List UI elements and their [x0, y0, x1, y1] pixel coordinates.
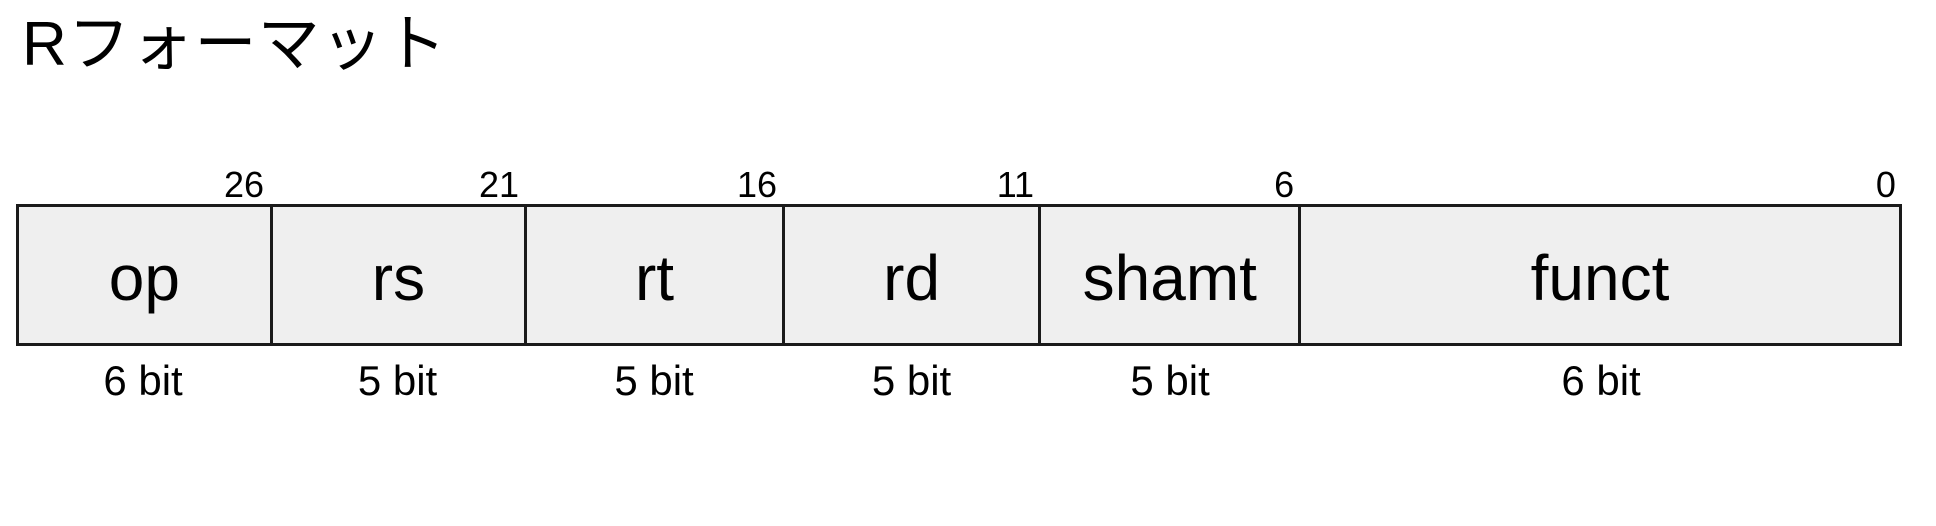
field-label-op: op: [108, 242, 180, 314]
field-width-shamt: 5 bit: [1130, 357, 1210, 404]
field-label-rs: rs: [371, 242, 426, 314]
field-label-shamt: shamt: [1082, 242, 1257, 314]
instruction-format-diagram: 26 21 16 11 6 0 op rs rt rd shamt: [16, 160, 1902, 416]
field-width-rd: 5 bit: [871, 357, 952, 404]
bit-position-label-26: 26: [223, 164, 265, 205]
field-width-rt: 5 bit: [614, 357, 694, 404]
bit-position-label-11: 11: [996, 164, 1035, 205]
field-cell-shamt: shamt: [1041, 207, 1302, 343]
bit-position-label-21: 21: [478, 164, 520, 205]
page-title: Rフォーマット: [22, 10, 448, 79]
field-width-funct: 6 bit: [1561, 357, 1641, 404]
field-label-funct: funct: [1530, 242, 1670, 314]
field-label-rt: rt: [634, 242, 675, 314]
field-cell-op: op: [19, 207, 273, 343]
bit-position-label-0: 0: [1875, 164, 1896, 205]
field-label-rd: rd: [883, 242, 941, 314]
field-cell-rt: rt: [527, 207, 785, 343]
bit-position-label-16: 16: [736, 164, 778, 205]
instruction-fields-row: op rs rt rd shamt funct: [16, 204, 1902, 346]
field-width-op: 6 bit: [103, 357, 183, 404]
field-cell-rs: rs: [272, 207, 528, 343]
field-width-labels-row: 6 bit 5 bit 5 bit 5 bit 5 bit 6 bit: [16, 346, 1902, 416]
field-width-rs: 5 bit: [357, 357, 438, 404]
field-cell-rd: rd: [784, 207, 1042, 343]
bit-position-label-6: 6: [1274, 164, 1295, 205]
bit-position-labels-row: 26 21 16 11 6 0: [16, 160, 1902, 204]
field-cell-funct: funct: [1301, 207, 1902, 343]
